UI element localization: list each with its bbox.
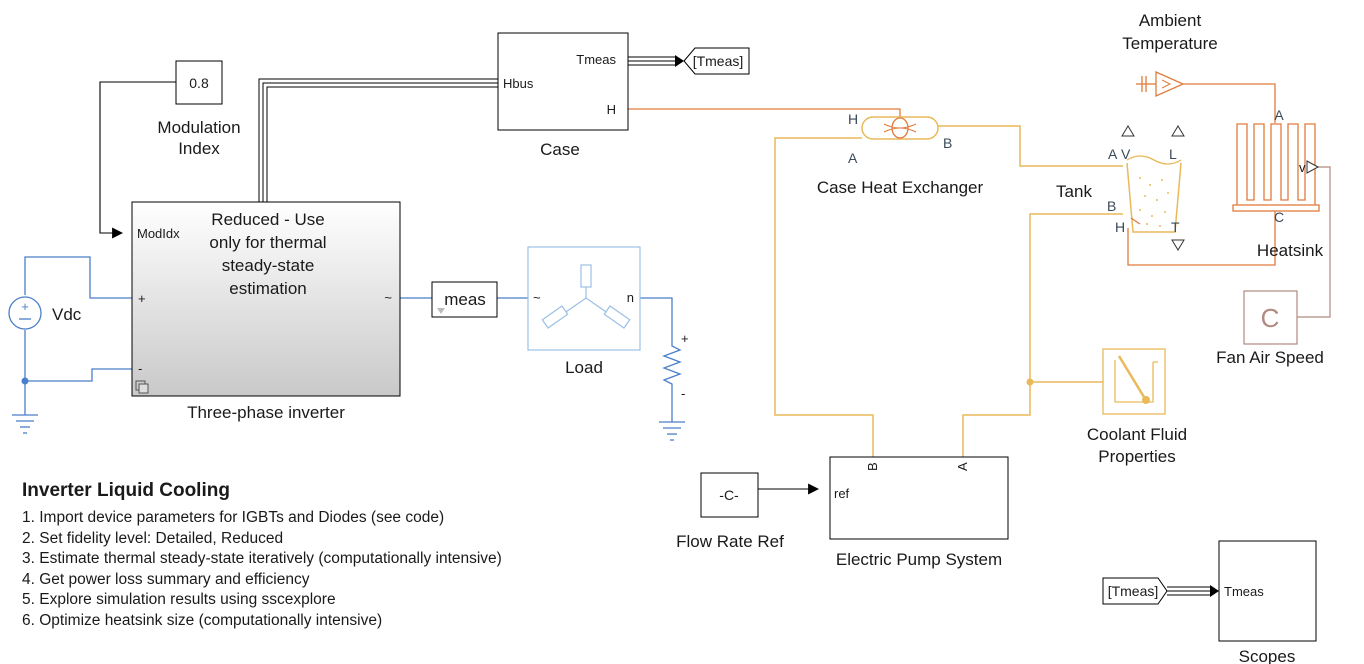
inverter-text-2: only for thermal [209, 233, 326, 252]
thermal-lines [628, 83, 1276, 266]
inverter-port-plus: + [138, 291, 146, 306]
load-label: Load [565, 358, 603, 377]
case-port-h: H [607, 102, 616, 117]
tank-label: Tank [1056, 182, 1092, 201]
notes-item: 3. Estimate thermal steady-state iterati… [22, 550, 502, 567]
inverter-port-tilde: ~ [384, 290, 392, 305]
pump-label: Electric Pump System [836, 550, 1002, 569]
tank-block[interactable]: A V L B H T [1107, 125, 1185, 251]
flow-ref-text: -C- [719, 487, 739, 503]
meas-text: meas [444, 290, 486, 309]
three-phase-inverter-block[interactable]: ModIdx + - ~ Reduced - Use only for ther… [131, 201, 401, 397]
case-hx-port-h: H [848, 111, 858, 127]
load-port-tilde: ~ [533, 290, 541, 305]
modulation-value: 0.8 [189, 75, 209, 91]
load-block[interactable]: ~ n [527, 246, 641, 351]
inverter-text-3: steady-state [222, 256, 315, 275]
notes-item: 4. Get power loss summary and efficiency [22, 570, 310, 588]
fan-label: Fan Air Speed [1216, 348, 1324, 367]
notes-item: 6. Optimize heatsink size (computational… [22, 611, 383, 629]
case-hx-port-b: B [943, 135, 952, 151]
tank-port-h: H [1115, 219, 1125, 235]
heatsink-label: Heatsink [1257, 241, 1324, 260]
modulation-label-2: Index [178, 139, 220, 158]
meas-port-icon [437, 308, 445, 314]
flow-ref-label: Flow Rate Ref [676, 532, 784, 551]
heatsink-block[interactable]: A C v [1232, 107, 1320, 225]
heatsink-port-v: v [1299, 160, 1306, 175]
modulation-index-block[interactable]: 0.8 [175, 60, 223, 105]
goto-tmeas-block[interactable]: [Tmeas] [683, 47, 750, 75]
heatsink-port-a: A [1274, 107, 1284, 123]
scopes-arrow [1210, 585, 1219, 597]
case-block[interactable]: Tmeas Hbus H [497, 32, 629, 131]
case-heat-exchanger-block[interactable]: H A B [848, 111, 952, 166]
notes-item: 1. Import device parameters for IGBTs an… [22, 509, 445, 526]
coolant-fluid-properties-block[interactable] [1102, 348, 1166, 415]
tank-port-a: A [1108, 146, 1118, 162]
heatsink-v-inport-icon [1306, 160, 1320, 174]
resistor-minus: - [681, 386, 685, 401]
hbus-line [258, 56, 1210, 596]
ambient-label-2: Temperature [1122, 34, 1217, 53]
star-load-icon [541, 264, 631, 329]
coolant-label-2: Properties [1098, 447, 1175, 466]
ambient-label-1: Ambient [1139, 11, 1202, 30]
ground-icon [659, 421, 685, 441]
scopes-port-tmeas: Tmeas [1224, 584, 1264, 599]
notes-title: Inverter Liquid Cooling [22, 480, 230, 501]
inverter-text-4: estimation [229, 279, 306, 298]
liquid-junction [1026, 378, 1034, 386]
heatsink-port-c: C [1274, 209, 1284, 225]
flow-rate-ref-block[interactable]: -C- [700, 472, 759, 518]
coolant-label-1: Coolant Fluid [1087, 425, 1187, 444]
electric-pump-system-block[interactable]: ref B A [829, 456, 1009, 540]
case-label: Case [540, 140, 580, 159]
vdc-source-block[interactable]: + [8, 296, 42, 330]
tank-port-t: T [1171, 219, 1180, 235]
electrical-lines [24, 256, 673, 422]
fan-air-speed-block[interactable]: C [1243, 290, 1298, 345]
tank-port-v: V [1121, 146, 1131, 162]
notes-item: 5. Explore simulation results using ssce… [22, 591, 336, 608]
modulation-label-1: Modulation [157, 118, 240, 137]
resistor-plus: + [681, 331, 689, 346]
meas-block[interactable]: meas [431, 281, 498, 318]
electrical-junction [21, 377, 29, 385]
subsystem-icon [135, 380, 149, 394]
notes-list: 1. Import device parameters for IGBTs an… [22, 508, 502, 631]
tmeas-arrow [675, 55, 684, 67]
vdc-label: Vdc [52, 305, 82, 324]
goto-tmeas-text: [Tmeas] [693, 53, 744, 69]
liquid-lines [774, 125, 1123, 457]
case-port-hbus: Hbus [503, 76, 534, 91]
signal-lines [99, 81, 820, 495]
model-notes: Inverter Liquid Cooling 1. Import device… [22, 480, 502, 631]
case-port-tmeas: Tmeas [576, 52, 616, 67]
case-hx-port-a: A [848, 150, 858, 166]
inverter-text-1: Reduced - Use [211, 210, 324, 229]
scopes-label: Scopes [1239, 647, 1296, 664]
fan-symbol: C [1261, 303, 1280, 333]
vdc-plus: + [21, 299, 29, 314]
inverter-label: Three-phase inverter [187, 403, 345, 422]
case-hx-label: Case Heat Exchanger [817, 178, 984, 197]
pump-port-a: A [955, 462, 970, 471]
tank-port-l: L [1169, 146, 1177, 162]
ambient-temperature-block[interactable] [1136, 70, 1185, 98]
notes-item: 2. Set fidelity level: Detailed, Reduced [22, 529, 284, 547]
ground-icon [12, 414, 38, 434]
from-tmeas-text: [Tmeas] [1108, 583, 1159, 599]
inverter-port-minus: - [138, 361, 142, 376]
inverter-port-modidx: ModIdx [137, 226, 180, 241]
resistor-block[interactable]: + - [662, 331, 689, 401]
load-port-n: n [627, 290, 634, 305]
scopes-block[interactable]: Tmeas [1218, 540, 1317, 642]
tank-port-b: B [1107, 198, 1116, 214]
pump-port-ref: ref [834, 486, 850, 501]
pump-port-b: B [865, 462, 880, 471]
from-tmeas-block[interactable]: [Tmeas] [1102, 577, 1168, 605]
